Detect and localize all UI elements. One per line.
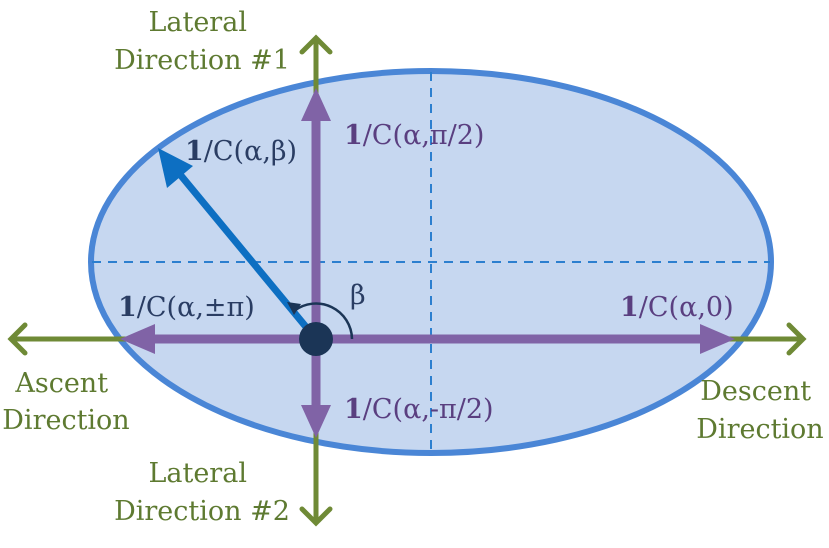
beta-vector-head-icon xyxy=(158,148,193,188)
beta-angle-arrowhead-icon xyxy=(287,302,301,315)
lateral2-arrowhead-icon xyxy=(299,506,333,527)
label-lateral-direction-1: Lateral Direction #1 xyxy=(114,7,290,76)
purple-arrow-down-head-icon xyxy=(301,405,331,438)
descent-arrowhead-icon xyxy=(786,322,807,356)
lateral1-arrowhead-icon xyxy=(299,34,333,55)
label-beta-vector: 1/C(α,β) xyxy=(185,136,297,167)
purple-arrow-right-head-icon xyxy=(700,324,735,354)
label-left: 1/C(α,±π) xyxy=(118,292,255,323)
label-up: 1/C(α,π/2) xyxy=(344,120,484,151)
ascent-arrowhead-icon xyxy=(7,322,28,356)
label-right: 1/C(α,0) xyxy=(620,292,734,323)
label-down: 1/C(α,-π/2) xyxy=(344,394,494,425)
purple-arrow-left-head-icon xyxy=(120,324,155,354)
label-descent-direction: Descent Direction xyxy=(696,376,823,445)
label-lateral-direction-2: Lateral Direction #2 xyxy=(114,458,290,527)
beta-angle-arc xyxy=(293,302,354,340)
origin-point xyxy=(299,322,333,356)
purple-arrows xyxy=(120,88,735,438)
label-ascent-direction: Ascent Direction xyxy=(2,368,129,436)
purple-arrow-up-head-icon xyxy=(301,88,331,121)
label-beta-angle: β xyxy=(350,280,366,311)
